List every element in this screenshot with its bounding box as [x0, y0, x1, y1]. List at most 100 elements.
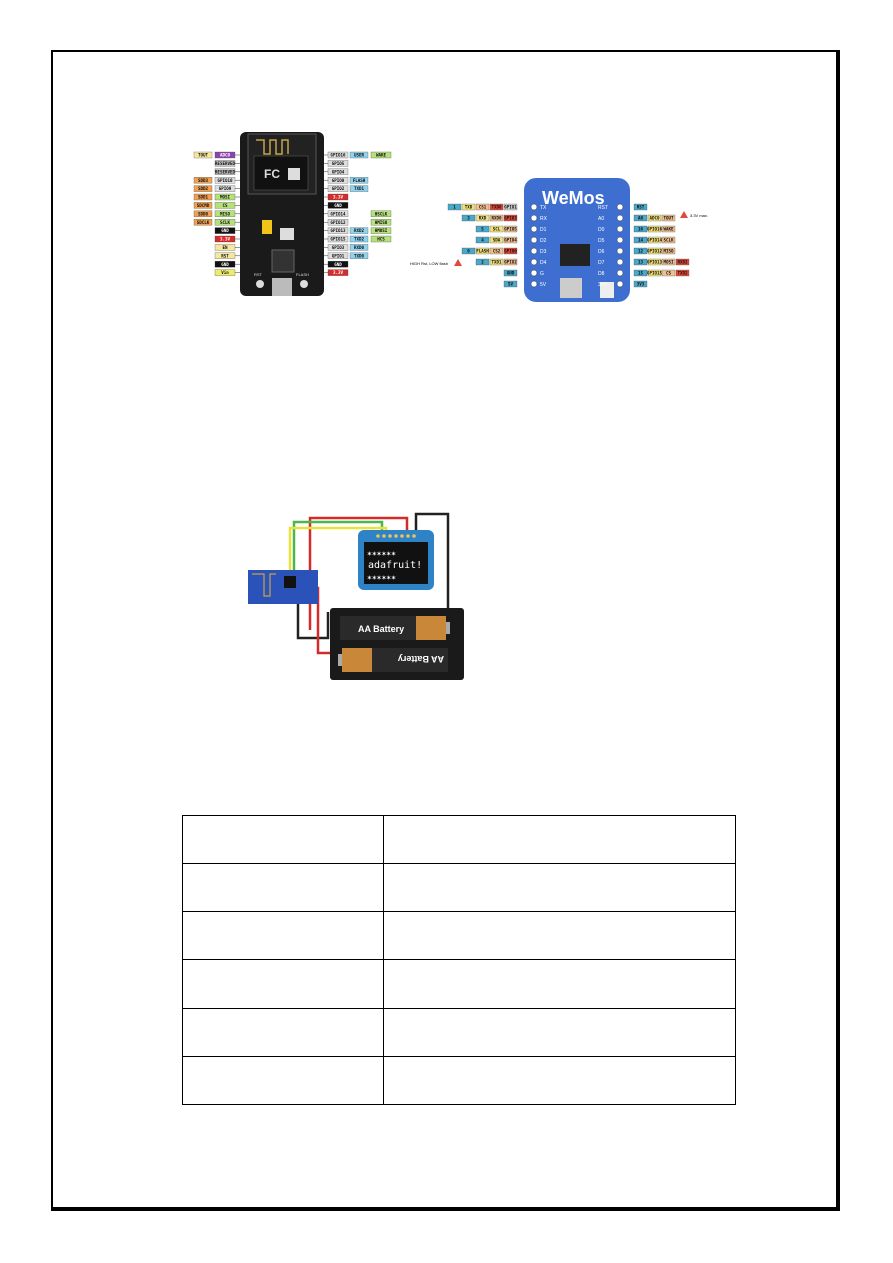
wemos-right-pin: A0 [598, 216, 604, 222]
wemos-left-label: CS2 [493, 249, 501, 254]
wemos-right-label: MOSI [663, 260, 674, 265]
nodemcu-pin-label-box [327, 269, 349, 276]
nodemcu-func-label: RXD0 [354, 245, 365, 250]
wemos-right-label-box [633, 236, 648, 244]
wemos-right-pin: D0 [598, 227, 605, 233]
nodemcu-pin-label-box [327, 185, 349, 192]
nodemcu-func-label-box [349, 244, 369, 251]
nodemcu-pin-label-box [327, 261, 349, 268]
wemos-left-label: 1 [453, 205, 456, 210]
wemos-left-label: TXD [465, 205, 473, 210]
wemos-right-label-box [661, 225, 676, 233]
wemos-left-label-box [503, 269, 518, 277]
wemos-right-label-box [647, 269, 662, 277]
nodemcu-pin-label: GPIO15 [330, 237, 346, 242]
wemos-left-label: GPIO3 [504, 216, 517, 221]
wemos-right-pin: D7 [598, 260, 605, 266]
wemos-right-label-box [633, 203, 648, 211]
wemos-right-label-box [647, 247, 662, 255]
nodemcu-func-label-box [193, 177, 213, 184]
nodemcu-pin-label: ADC0 [220, 153, 231, 158]
nodemcu-pin-label: 3.3V [220, 237, 231, 242]
nodemcu-pin-label: GPIO0 [332, 178, 345, 183]
nodemcu-pin-label: GPIO3 [332, 245, 345, 250]
wemos-left-label: RXD0 [491, 216, 502, 221]
circuit-figure: ✶✶✶✶✶✶ adafruit! ✶✶✶✶✶✶ AA Battery AA Ba… [248, 512, 464, 680]
nodemcu-pin-label-box [327, 193, 349, 201]
nodemcu-pin-label: 3.3V [333, 270, 344, 275]
wemos-right-label-box [661, 269, 676, 277]
wemos-right-label-box [647, 258, 662, 266]
table-cell [383, 959, 736, 1009]
wemos-left-label-box [461, 214, 476, 222]
nodemcu-pin-label: SCLK [220, 220, 231, 225]
nodemcu-pin-label: MOSI [220, 195, 231, 200]
wemos-right-label: ADC0 [649, 216, 660, 221]
wemos-right-label: GPIO15 [647, 271, 663, 276]
wemos-right-pin: RST [598, 205, 608, 211]
nodemcu-func2-label: HMISO [375, 220, 388, 225]
nodemcu-func2-label-box [370, 219, 392, 226]
nodemcu-func2-label: WAKE [376, 153, 387, 158]
wemos-right-label-box [633, 214, 648, 222]
wemos-left-label-box [489, 236, 504, 244]
wemos-left-label: GPIO2 [504, 260, 517, 265]
nodemcu-pin-label: 3.3V [333, 195, 344, 200]
nodemcu-pin-label: EN [222, 245, 228, 250]
wemos-left-label: CS1 [479, 205, 487, 210]
flash-button-icon [300, 280, 308, 288]
rst-button-icon [256, 280, 264, 288]
nodemcu-pin-label: Vin [221, 270, 229, 275]
nodemcu-func2-label-box [370, 151, 392, 159]
wemos-left-label: TXD0 [491, 205, 502, 210]
nodemcu-pin-label-box [327, 202, 349, 209]
wemos-left-label-box [461, 203, 476, 211]
nodemcu-func-label-box [193, 151, 213, 159]
wemos-left-label: 2 [481, 260, 484, 265]
wemos-left-label: 4 [481, 238, 484, 243]
wemos-left-label-box [503, 236, 518, 244]
wemos-left-label-box [475, 214, 490, 222]
nodemcu-pin-label-box [327, 210, 349, 217]
nodemcu-func-label-box [349, 252, 369, 259]
wemos-right-label-box [633, 247, 648, 255]
wemos-right-label: CS [666, 271, 672, 276]
wemos-right-label: GPIO12 [647, 249, 663, 254]
nodemcu-func-label-box [193, 185, 213, 192]
wemos-right-label: GPIO13 [647, 260, 663, 265]
wemos-right-label: 14 [638, 238, 644, 243]
nodemcu-func2-label-box [370, 235, 392, 243]
rst-label: RST [254, 272, 263, 277]
wemos-right-label-box [661, 214, 676, 222]
nodemcu-pin-label-box [327, 244, 349, 251]
wemos-left-label-box [475, 225, 490, 233]
wemos-right-label: RST [637, 205, 645, 210]
wemos-left-label-box [489, 258, 504, 266]
wemos-left-label: RXD [479, 216, 487, 221]
wemos-right-label: RXD2 [677, 260, 688, 265]
nodemcu-pin-label: GPIO10 [217, 178, 233, 183]
antenna-icon [256, 139, 289, 155]
wemos-right-pin: D5 [598, 238, 605, 244]
wemos-left-label: SCL [493, 227, 501, 232]
nodemcu-pin-label-box [327, 227, 349, 234]
nodemcu-func2-label: HCS [377, 237, 385, 242]
table-cell [182, 863, 384, 913]
nodemcu-pin-label: GND [334, 203, 342, 208]
wemos-left-label-box [489, 214, 504, 222]
wemos-right-pin: D6 [598, 249, 605, 255]
wemos-left-label: 0 [467, 249, 470, 254]
table-row [182, 959, 736, 1009]
wemos-right-label: A0 [638, 216, 644, 221]
table-cell [383, 1055, 736, 1106]
nodemcu-pin-label: GND [334, 262, 342, 267]
nodemcu-pin-label: RESERVED [215, 169, 236, 174]
nodemcu-pin-label: GPIO2 [332, 186, 345, 191]
wemos-left-label-box [475, 203, 490, 211]
wemos-logo: WeMos [542, 188, 605, 208]
table-row [182, 814, 736, 865]
nodemcu-pin-label: RESERVED [215, 161, 236, 166]
table-cell [182, 1007, 384, 1057]
